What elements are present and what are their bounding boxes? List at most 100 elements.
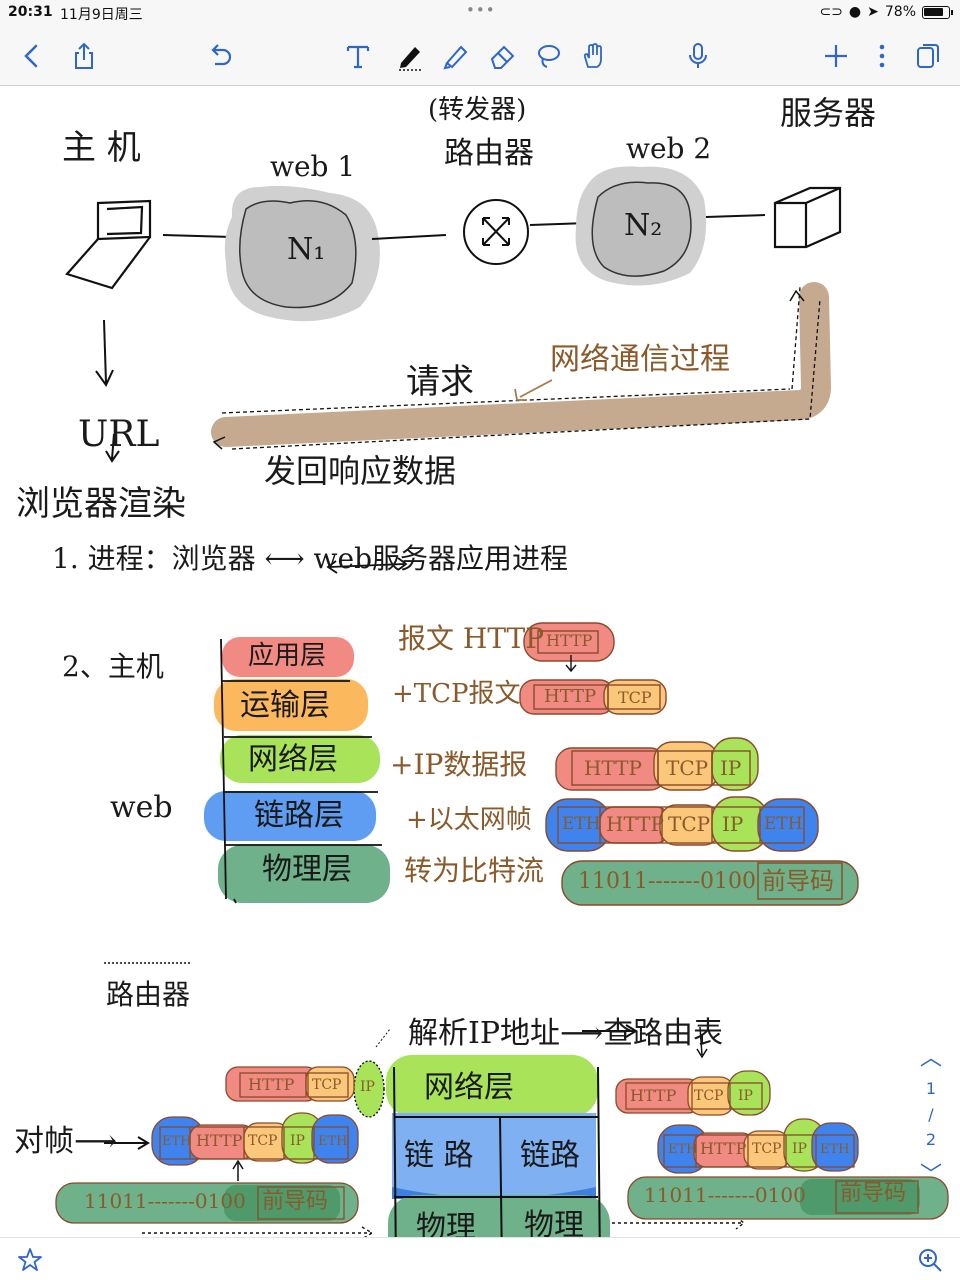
- favorite-star-icon[interactable]: [12, 1242, 48, 1278]
- packet-tcp-4: TCP: [668, 812, 711, 836]
- rr-bits: 11011-------0100: [644, 1183, 806, 1207]
- chevron-down-icon[interactable]: ﹀: [919, 1162, 942, 1188]
- server-label: 服务器: [780, 94, 877, 132]
- server-icon: [773, 186, 842, 249]
- packet-http-3: HTTP: [584, 756, 642, 780]
- laptop-icon: [65, 199, 152, 290]
- rl-tcp-2: TCP: [248, 1133, 278, 1149]
- location-icon: ➤: [867, 4, 879, 20]
- render-label: 浏览器渲染: [16, 484, 186, 524]
- rl-ip-1: IP: [360, 1079, 375, 1095]
- network-n2-cloud: [575, 166, 707, 286]
- status-right: ⊂⊃ ● ➤ 78%: [819, 4, 953, 20]
- process-label: 网络通信过程: [550, 342, 730, 377]
- rl-eth-b: ETH: [318, 1134, 348, 1149]
- packet-ip-4: IP: [722, 812, 744, 836]
- page-total: 2: [925, 1130, 937, 1150]
- rl-preamble: 前导码: [262, 1189, 329, 1214]
- host-label: 主 机: [62, 128, 141, 168]
- layer-stack-lines: [220, 638, 382, 904]
- annotation-bits: 转为比特流: [404, 854, 545, 887]
- network-n1-cloud: [224, 185, 380, 322]
- web2-label: web 2: [626, 132, 712, 165]
- packet-bits: 11011-------0100: [578, 869, 757, 894]
- packet-eth-4b: ETH: [764, 814, 803, 834]
- add-icon[interactable]: [816, 36, 856, 76]
- battery-percent: 78%: [884, 4, 916, 20]
- hand-icon[interactable]: [574, 36, 614, 76]
- router-link-left: 链 路: [404, 1138, 474, 1173]
- rr-http-2: HTTP: [700, 1139, 747, 1158]
- packets: [519, 622, 859, 906]
- packet-http-4: HTTP: [606, 812, 664, 836]
- rr-tcp-1: TCP: [694, 1088, 724, 1104]
- web1-label: web 1: [270, 150, 356, 183]
- status-time: 20:31: [8, 4, 53, 20]
- double-arrow: [326, 557, 408, 574]
- packet-eth-4a: ETH: [562, 814, 601, 834]
- packet-tcp-2: TCP: [618, 688, 652, 707]
- undo-icon[interactable]: [200, 36, 240, 76]
- annotation-ip: +IP数据报: [390, 748, 528, 781]
- zoom-in-icon[interactable]: [912, 1242, 948, 1278]
- response-label: 发回响应数据: [264, 452, 457, 490]
- router-network-layer: 网络层: [424, 1070, 514, 1105]
- rl-tcp-1: TCP: [312, 1077, 342, 1093]
- share-icon[interactable]: [64, 36, 104, 76]
- status-bar: 20:31 11月9日周三 ••• ⊂⊃ ● ➤ 78%: [0, 0, 960, 26]
- router-diagram: [104, 1024, 746, 1237]
- chevron-up-icon[interactable]: ︿: [919, 1046, 942, 1071]
- text-tool-icon[interactable]: [338, 36, 378, 76]
- rr-tcp-2: TCP: [752, 1141, 782, 1157]
- person-icon: ●: [848, 4, 862, 20]
- rr-ip-2: IP: [792, 1141, 807, 1157]
- layer-link: 链路层: [254, 798, 344, 833]
- layer-physical: 物理层: [262, 852, 352, 887]
- mic-icon[interactable]: [678, 36, 718, 76]
- eraser-icon[interactable]: [482, 36, 522, 76]
- router-note-label: (转发器): [428, 95, 527, 125]
- item2-text: 2、主机: [62, 650, 164, 683]
- n1-label: N₁: [287, 232, 326, 267]
- link-icon: ⊂⊃: [819, 4, 843, 20]
- packet-http-2: HTTP: [544, 686, 597, 707]
- back-icon[interactable]: [12, 36, 52, 76]
- communication-path: [211, 282, 832, 450]
- rl-eth-a: ETH: [162, 1134, 192, 1149]
- router-packets-left: [55, 1066, 359, 1224]
- url-label: URL: [78, 414, 160, 455]
- note-canvas[interactable]: 主 机 web 1 N₁ (转发器) 路由器 web 2 N₂ 服务器 URL …: [0, 87, 960, 1243]
- page-navigator: ︿ 1 / 2 ﹀: [916, 1040, 946, 1190]
- rl-http-2: HTTP: [196, 1131, 243, 1150]
- pen-icon[interactable]: [390, 36, 430, 76]
- packet-http-1: HTTP: [546, 631, 593, 650]
- toolbar: [0, 26, 960, 86]
- rl-ip-2: IP: [290, 1133, 305, 1149]
- multitask-dots-icon[interactable]: •••: [466, 1, 496, 19]
- router-link-right: 链路: [520, 1138, 580, 1173]
- drawing-layer: [55, 166, 949, 1237]
- packet-ip-3: IP: [720, 756, 742, 780]
- highlighter-icon[interactable]: [436, 36, 476, 76]
- battery-icon: [922, 5, 953, 19]
- layer-highlights: [204, 637, 390, 903]
- more-icon[interactable]: [862, 36, 902, 76]
- packet-tcp-3: TCP: [666, 756, 709, 780]
- router-phys-right: 物理: [524, 1208, 584, 1243]
- rr-http-1: HTTP: [630, 1086, 677, 1105]
- rr-ip-1: IP: [738, 1088, 753, 1104]
- web-side-label: web: [110, 790, 173, 825]
- annotation-tcp: +TCP报文: [392, 679, 521, 709]
- lasso-icon[interactable]: [528, 36, 568, 76]
- status-date: 11月9日周三: [60, 7, 143, 23]
- pages-icon[interactable]: [908, 36, 948, 76]
- rl-http-1: HTTP: [248, 1075, 295, 1094]
- router-icon: [463, 199, 529, 265]
- annotation-http: 报文 HTTP: [398, 622, 545, 655]
- rr-preamble: 前导码: [840, 1181, 907, 1206]
- parse-ip-text: 解析IP地址⟶查路由表: [408, 1016, 724, 1051]
- layer-network: 网络层: [248, 742, 338, 777]
- annotation-eth: +以太网帧: [406, 805, 532, 835]
- router-packets-right: [615, 1070, 949, 1220]
- frame-in-label: 对帧⟶: [14, 1124, 118, 1159]
